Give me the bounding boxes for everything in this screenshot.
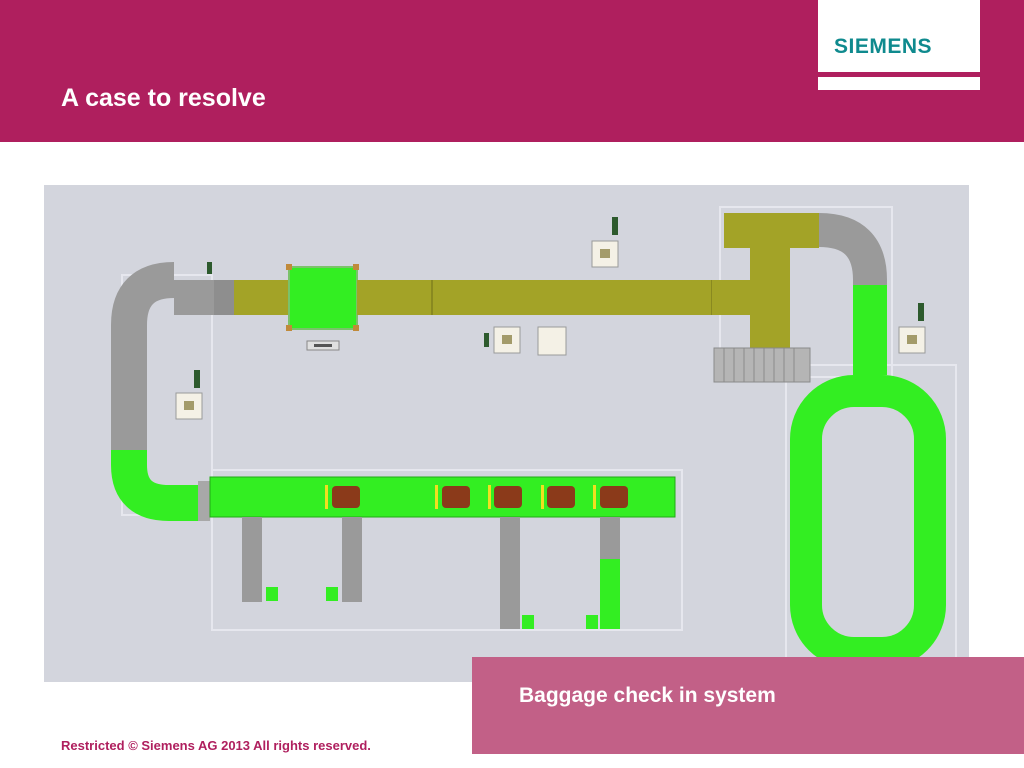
t-junction-stem <box>750 248 790 348</box>
vertical-feeders <box>242 517 620 629</box>
feeder-2 <box>342 517 362 602</box>
conveyor-top-segment-4 <box>712 280 750 315</box>
baggage-item-4 <box>547 486 575 508</box>
left-curve-green <box>111 450 204 521</box>
t-junction-top <box>724 213 819 248</box>
check-in-desks <box>175 240 926 420</box>
baggage-item-5 <box>600 486 628 508</box>
conveyor-top-gray <box>174 280 214 315</box>
caption-text: Baggage check in system <box>519 684 776 707</box>
node-marker <box>353 264 359 270</box>
node-marker <box>286 264 292 270</box>
feeder-3 <box>500 517 520 629</box>
desk-3 <box>537 326 567 356</box>
signal-lights <box>194 217 924 388</box>
conveyor-layout-svg <box>111 206 957 669</box>
baggage-system-diagram <box>44 185 969 682</box>
baggage-items <box>332 486 628 508</box>
transfer-gate <box>198 481 210 521</box>
baggage-item-2 <box>442 486 470 508</box>
right-descent-green <box>853 285 887 375</box>
right-curve-gray <box>818 213 887 285</box>
feeder-1 <box>242 517 262 602</box>
caption-box <box>472 657 1024 754</box>
baggage-item-3 <box>494 486 522 508</box>
grate <box>713 347 811 383</box>
feeder-4-top <box>600 517 620 559</box>
carousel-loop <box>790 375 946 669</box>
conveyor-top-segment-1 <box>234 280 289 315</box>
feeder-4-active <box>600 559 620 629</box>
footer-copyright: Restricted © Siemens AG 2013 All rights … <box>61 738 371 753</box>
conveyor-top-segment-3 <box>432 280 712 315</box>
conveyor-top-segment-2 <box>357 280 432 315</box>
slide-title: A case to resolve <box>61 84 266 112</box>
left-curve-gray <box>111 262 175 450</box>
node-marker <box>286 325 292 331</box>
node-marker <box>353 325 359 331</box>
conveyor-top-active-node <box>288 266 358 330</box>
logo-divider <box>818 72 980 77</box>
conveyor-top-gray2 <box>214 280 234 315</box>
baggage-item-1 <box>332 486 360 508</box>
zone-outline-bottom <box>211 469 683 631</box>
siemens-logo: SIEMENS <box>834 35 933 58</box>
